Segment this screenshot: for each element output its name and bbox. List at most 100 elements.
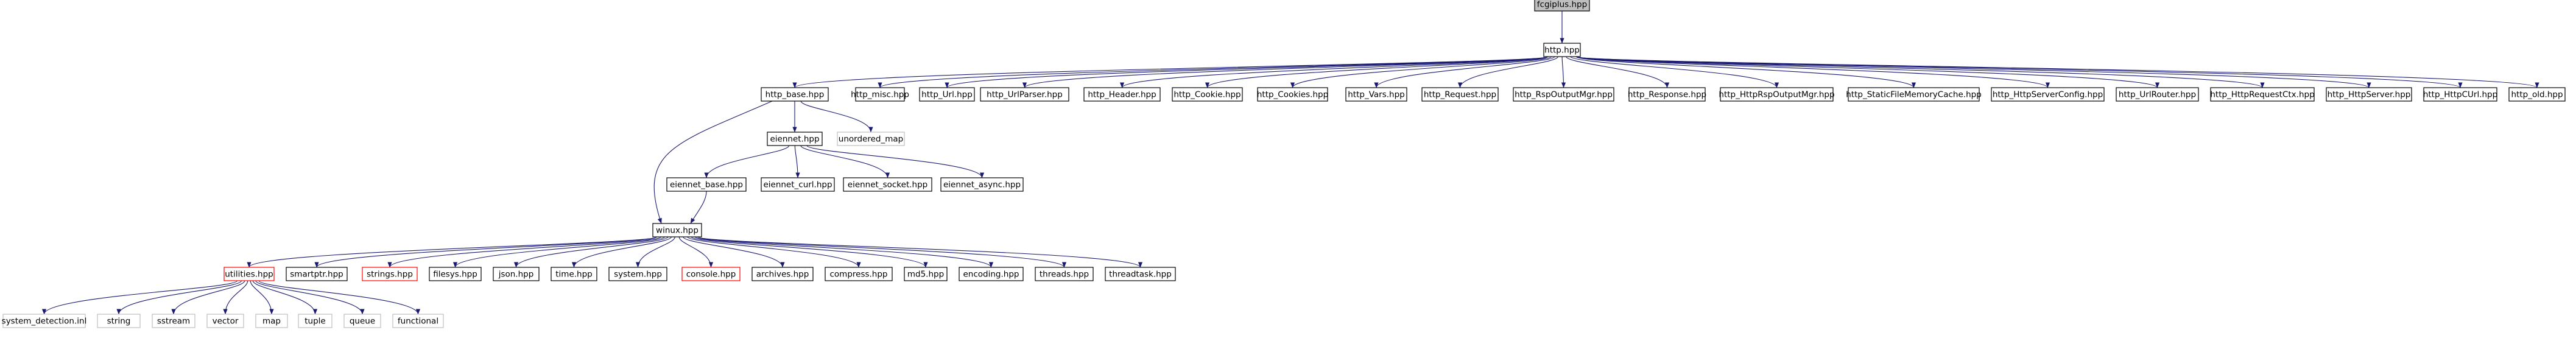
edge-winux-to-utilities [247,236,657,268]
node-box [206,314,244,328]
node-eiennet[interactable]: eiennet.hpp [767,132,823,146]
node-label: encoding.hpp [963,270,1019,279]
node-archives[interactable]: archives.hpp [751,267,814,281]
edge-http-to-http-UrlParser [1022,56,1548,88]
edge-winux-to-smartptr [314,236,657,268]
node-box [767,132,823,146]
node-http[interactable]: http.hpp [1543,43,1581,57]
edge-winux-to-threads [697,236,1066,268]
node-fcgiplus[interactable]: fcgiplus.hpp [1534,0,1590,12]
node-http-old[interactable]: http_old.hpp [2508,87,2566,102]
node-http-Vars[interactable]: http_Vars.hpp [1345,87,1407,102]
node-json[interactable]: json.hpp [493,267,540,281]
edge-winux-to-json [513,236,669,268]
edge-utilities-to-sstream [171,280,245,315]
node-map: map [255,314,288,328]
node-label: eiennet_socket.hpp [848,180,927,190]
node-label: http_HttpServerConfig.hpp [1993,90,2103,100]
node-box [551,267,597,281]
node-threads[interactable]: threads.hpp [1035,267,1094,281]
node-label: md5.hpp [907,270,944,279]
node-http-UrlParser[interactable]: http_UrlParser.hpp [980,87,1069,102]
node-http-misc[interactable]: http_misc.hpp [851,87,909,102]
edge-http-to-http-Cookie [1205,56,1549,88]
edge-eiennet-to-eiennet-async [806,145,985,178]
node-utilities[interactable]: utilities.hpp [223,267,275,281]
node-box [855,87,905,102]
node-eiennet-async[interactable]: eiennet_async.hpp [940,177,1024,192]
node-http-HttpServer[interactable]: http_HttpServer.hpp [2326,87,2412,102]
node-box [493,267,540,281]
node-system[interactable]: system.hpp [608,267,667,281]
edge-utilities-to-system-detection [41,280,238,315]
node-http-Url[interactable]: http_Url.hpp [919,87,975,102]
edge-http-to-http-HttpRspOutputMgr [1570,56,1779,88]
edge-eiennet-to-eiennet-base [704,145,790,178]
node-vector: vector [206,314,244,328]
node-smartptr[interactable]: smartptr.hpp [286,267,348,281]
node-http-base[interactable]: http_base.hpp [761,87,829,102]
node-box [1720,87,1834,102]
node-box [1083,87,1161,102]
edge-http-to-http-Response [1566,56,1670,88]
node-box [959,267,1024,281]
node-box [223,267,275,281]
node-label: json.hpp [498,270,534,279]
edge-layer [41,10,2539,315]
node-label: http_Cookies.hpp [1257,90,1328,100]
edge-winux-to-threadtask [697,236,1142,268]
node-http-Response[interactable]: http_Response.hpp [1628,87,1706,102]
node-label: eiennet_base.hpp [670,180,743,190]
node-http-HttpRequestCtx[interactable]: http_HttpRequestCtx.hpp [2210,87,2315,102]
node-strings[interactable]: strings.hpp [362,267,418,281]
node-http-UrlRouter[interactable]: http_UrlRouter.hpp [2116,87,2199,102]
node-http-Request[interactable]: http_Request.hpp [1421,87,1499,102]
node-label: http_Request.hpp [1424,90,1496,100]
node-eiennet-curl[interactable]: eiennet_curl.hpp [761,177,835,192]
node-box [1513,87,1614,102]
node-label: http_misc.hpp [851,90,909,100]
node-box [2508,87,2566,102]
node-console[interactable]: console.hpp [681,267,741,281]
node-box [652,223,702,237]
node-unordered-map: unordered_map [837,132,905,146]
node-http-HttpServerConfig[interactable]: http_HttpServerConfig.hpp [1991,87,2105,102]
node-http-RspOutputMgr[interactable]: http_RspOutputMgr.hpp [1513,87,1614,102]
edge-http-to-http-Vars [1374,56,1555,88]
node-label: string [107,317,131,326]
node-http-Header[interactable]: http_Header.hpp [1083,87,1161,102]
edge-winux-to-archives [683,236,785,268]
edge-http-to-http-StaticFileMemoryCache [1575,56,1916,88]
node-label: utilities.hpp [225,270,273,279]
node-time[interactable]: time.hpp [551,267,597,281]
node-http-HttpCUrl[interactable]: http_HttpCUrl.hpp [2423,87,2497,102]
node-label: http_StaticFileMemoryCache.hpp [1846,90,1982,100]
node-winux[interactable]: winux.hpp [652,223,702,237]
node-label: system_detection.inl [2,317,87,326]
node-compress[interactable]: compress.hpp [825,267,893,281]
node-box [940,177,1024,192]
node-encoding[interactable]: encoding.hpp [959,267,1024,281]
node-filesys[interactable]: filesys.hpp [429,267,482,281]
node-label: unordered_map [839,135,903,144]
node-http-HttpRspOutputMgr[interactable]: http_HttpRspOutputMgr.hpp [1719,87,1835,102]
node-box [761,87,829,102]
node-label: compress.hpp [829,270,887,279]
node-label: eiennet_async.hpp [943,180,1021,190]
node-http-StaticFileMemoryCache[interactable]: http_StaticFileMemoryCache.hpp [1846,87,1982,102]
node-threadtask[interactable]: threadtask.hpp [1105,267,1176,281]
node-label: strings.hpp [367,270,413,279]
edge-winux-to-filesys [453,236,665,268]
node-box [980,87,1069,102]
edge-http-to-http-Header [1120,56,1548,88]
edge-http-to-http-misc [878,56,1548,88]
node-box [152,314,195,328]
node-http-Cookies[interactable]: http_Cookies.hpp [1257,87,1328,102]
edge-utilities-to-vector [223,280,248,315]
node-eiennet-socket[interactable]: eiennet_socket.hpp [843,177,932,192]
node-eiennet-base[interactable]: eiennet_base.hpp [666,177,747,192]
node-label: archives.hpp [756,270,809,279]
node-md5[interactable]: md5.hpp [904,267,948,281]
node-box [2116,87,2199,102]
node-http-Cookie[interactable]: http_Cookie.hpp [1172,87,1243,102]
